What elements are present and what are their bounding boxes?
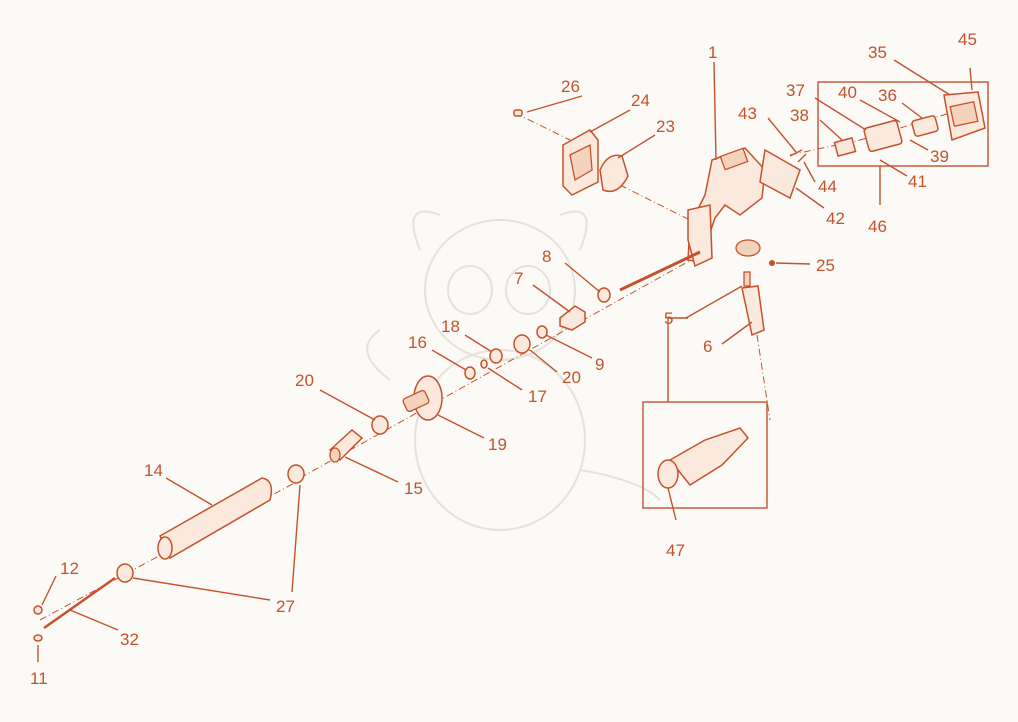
- label-39: 39: [930, 147, 949, 166]
- part-25-plug: [769, 260, 775, 266]
- label-24: 24: [631, 91, 650, 110]
- label-45: 45: [958, 30, 977, 49]
- label-9: 9: [595, 355, 604, 374]
- label-14: 14: [144, 461, 163, 480]
- label-42: 42: [826, 209, 845, 228]
- label-1: 1: [708, 43, 717, 62]
- part-47-plug-box: [642, 401, 768, 509]
- label-27: 27: [276, 597, 295, 616]
- label-41: 41: [908, 172, 927, 191]
- label-7: 7: [514, 269, 523, 288]
- part-23-gasket: [599, 154, 629, 193]
- label-46: 46: [868, 217, 887, 236]
- label-16: 16: [408, 333, 427, 352]
- label-15: 15: [404, 479, 423, 498]
- part-16-ring: [464, 366, 476, 380]
- part-18-ring: [489, 348, 503, 364]
- label-11: 11: [30, 669, 48, 688]
- part-32-needle: [43, 576, 116, 630]
- label-37: 37: [786, 81, 805, 100]
- part-24-bracket: [562, 129, 599, 196]
- part-14-tube: [157, 477, 273, 560]
- part-44-screw: [797, 153, 807, 163]
- label-8: 8: [542, 247, 551, 266]
- part-5-6-cable: [741, 271, 765, 337]
- part-12-cap: [33, 605, 43, 615]
- part-7-nut: [559, 305, 586, 331]
- label-20-lower: 20: [295, 371, 314, 390]
- label-44: 44: [818, 177, 837, 196]
- part-27-ring-lower: [116, 563, 134, 583]
- label-40: 40: [838, 83, 857, 102]
- part-15-fitting: [328, 429, 364, 463]
- part-27-ring-upper: [287, 464, 305, 484]
- part-17-ring: [480, 359, 488, 369]
- part-1-gun-body: [687, 147, 766, 268]
- label-6: 6: [703, 337, 712, 356]
- part-number-labels: 1 26 24 23 25 8 7 9 20 18 16 17 20 19 15…: [30, 30, 977, 688]
- part-42-cover: [759, 148, 801, 200]
- label-43: 43: [738, 104, 757, 123]
- part-43-screw: [789, 149, 803, 157]
- part-19-nozzle: [402, 375, 443, 421]
- label-36: 36: [878, 86, 897, 105]
- label-20-upper: 20: [562, 368, 581, 387]
- label-25: 25: [816, 256, 835, 275]
- part-8-ring: [597, 287, 611, 303]
- part-9-ring: [536, 325, 548, 339]
- leader-lines: [37, 59, 951, 662]
- part-11-ring: [33, 634, 43, 642]
- part-group-switch-box: [817, 67, 989, 167]
- label-32: 32: [120, 630, 139, 649]
- part-26-screw: [513, 109, 523, 117]
- label-19: 19: [488, 435, 507, 454]
- part-20-ring-upper: [513, 334, 531, 354]
- label-12: 12: [60, 559, 79, 578]
- label-26: 26: [561, 77, 580, 96]
- label-5: 5: [664, 309, 673, 328]
- label-47: 47: [666, 541, 685, 560]
- label-38: 38: [790, 106, 809, 125]
- part-rod: [619, 250, 701, 292]
- label-23: 23: [656, 117, 675, 136]
- label-35: 35: [868, 43, 887, 62]
- label-18: 18: [441, 317, 460, 336]
- part-20-ring-lower: [371, 415, 389, 435]
- label-17: 17: [528, 387, 547, 406]
